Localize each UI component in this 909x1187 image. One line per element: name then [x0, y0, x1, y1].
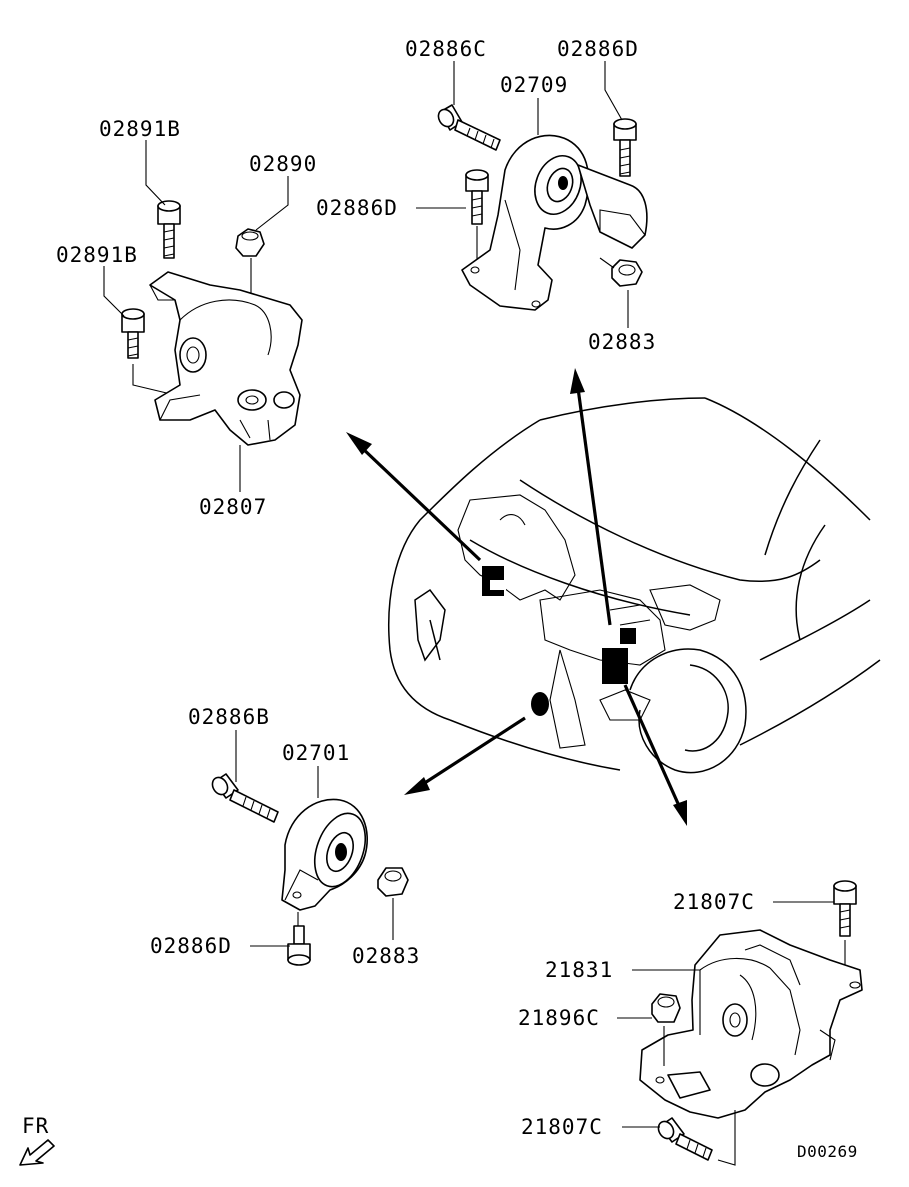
label-02886c: 02886C	[405, 37, 487, 61]
label-02890: 02890	[249, 152, 317, 176]
label-21831: 21831	[545, 958, 613, 982]
diagram-code: D00269	[797, 1142, 858, 1161]
label-02891b-upper: 02891B	[99, 117, 181, 141]
nut-02890	[235, 228, 265, 300]
label-02886d-top: 02886D	[557, 37, 639, 61]
label-21807c-upper: 21807C	[673, 890, 755, 914]
label-02807: 02807	[199, 495, 267, 519]
label-02886d-bottom: 02886D	[150, 934, 232, 958]
label-02883-bottom: 02883	[352, 944, 420, 968]
label-21807c-lower: 21807C	[521, 1115, 603, 1139]
transmission-mount-assembly	[639, 880, 863, 1166]
part-labels: 02886C 02886D 02709 02886D 02883 02891B …	[56, 37, 755, 1139]
bolt-02891b-upper	[157, 200, 181, 259]
front-arrow-icon	[19, 1139, 55, 1166]
label-02709: 02709	[500, 73, 568, 97]
mount-02807-bracket	[149, 271, 303, 446]
arrow-to-rear-mount	[623, 684, 682, 809]
bolt-02886c	[437, 104, 501, 151]
bolt-02886d-left	[465, 169, 489, 275]
label-02701: 02701	[282, 741, 350, 765]
bracket-21831-body	[639, 929, 863, 1119]
bolt-21807c-upper	[833, 880, 857, 985]
bolt-02891b-lower	[121, 308, 176, 396]
bolt-02886b	[211, 773, 279, 823]
nut-02883-upper	[599, 257, 643, 287]
upper-torque-mount-assembly	[437, 104, 648, 311]
engine-mount-left-assembly	[121, 200, 303, 446]
bolt-02886d-upper	[613, 118, 637, 177]
label-02886d-mid: 02886D	[316, 196, 398, 220]
assembly-arrows	[346, 368, 687, 826]
arrow-to-upper-mount	[576, 387, 612, 626]
direction-label: FR	[22, 1114, 49, 1138]
nut-02883-lower	[377, 867, 409, 897]
bolt-02886d-lower	[287, 912, 311, 966]
bolt-21807c-lower	[657, 1110, 736, 1166]
label-02891b-lower: 02891B	[56, 243, 138, 267]
label-02886b: 02886B	[188, 705, 270, 729]
label-02883-top: 02883	[588, 330, 656, 354]
front-direction-indicator: FR	[19, 1114, 55, 1166]
label-21896c: 21896C	[518, 1006, 600, 1030]
arrow-to-left-mount	[358, 444, 482, 562]
vehicle-outline	[388, 397, 881, 774]
arrow-to-front-mount	[419, 716, 526, 788]
front-roll-mount-assembly	[211, 773, 409, 966]
leader-lines	[103, 61, 834, 1128]
nut-21896c	[651, 993, 681, 1066]
